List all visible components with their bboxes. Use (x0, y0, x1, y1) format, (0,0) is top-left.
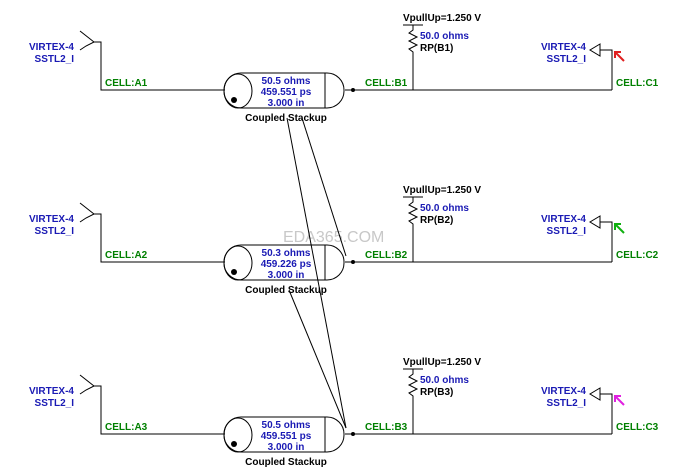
tl-length-label: 3.000 in (268, 270, 305, 281)
tl-name-label: Coupled Stackup (245, 285, 327, 296)
resistor-name-label: RP(B2) (420, 215, 453, 226)
receiver-std-label: SSTL2_I (547, 226, 587, 237)
cell-c-label: CELL:C2 (616, 250, 659, 261)
driver-std-label: SSTL2_I (35, 226, 75, 237)
tl-impedance-label: 50.5 ohms (262, 76, 311, 87)
tl-delay-label: 459.551 ps (261, 431, 312, 442)
resistor-name-label: RP(B1) (420, 43, 453, 54)
driver-buffer-icon[interactable] (79, 202, 95, 223)
cell-a-label: CELL:A3 (105, 422, 148, 433)
pullup-resistor-icon[interactable] (407, 25, 419, 90)
cell-c-label: CELL:C3 (616, 422, 659, 433)
pullup-resistor-icon[interactable] (407, 369, 419, 434)
watermark: EDA365.COM (283, 229, 384, 246)
probe-arrow-icon[interactable] (614, 223, 625, 234)
receiver-wire (600, 49, 613, 90)
pullup-resistor-icon[interactable] (407, 197, 419, 262)
receiver-std-label: SSTL2_I (547, 54, 587, 65)
probe-arrowhead (614, 51, 621, 58)
tl-impedance-label: 50.5 ohms (262, 420, 311, 431)
net-a-wire (94, 385, 225, 435)
transmission-line-end-cap (223, 417, 253, 453)
driver-buffer-icon[interactable] (79, 374, 95, 395)
tl-length-label: 3.000 in (268, 98, 305, 109)
driver-buffer-icon[interactable] (79, 30, 95, 51)
transmission-line-end-cap (223, 73, 253, 109)
tl-delay-label: 459.551 ps (261, 87, 312, 98)
net-a-wire (94, 213, 225, 263)
probe-arrowhead (614, 395, 621, 402)
cell-b-label: CELL:B1 (365, 78, 408, 89)
tl-name-label: Coupled Stackup (245, 113, 327, 124)
driver-model-label: VIRTEX-4 (29, 386, 74, 397)
cell-b-label: CELL:B3 (365, 422, 408, 433)
driver-std-label: SSTL2_I (35, 54, 75, 65)
receiver-model-label: VIRTEX-4 (541, 386, 586, 397)
driver-model-label: VIRTEX-4 (29, 42, 74, 53)
channel-3 (79, 368, 625, 453)
tl-name-label: Coupled Stackup (245, 457, 327, 468)
tl-delay-label: 459.226 ps (261, 259, 312, 270)
receiver-wire (600, 393, 613, 434)
vpullup-label: VpullUp=1.250 V (403, 185, 481, 196)
channel-1 (79, 24, 625, 109)
receiver-model-label: VIRTEX-4 (541, 42, 586, 53)
receiver-buffer-icon[interactable] (589, 215, 601, 229)
resistor-name-label: RP(B3) (420, 387, 453, 398)
channel-2 (79, 196, 625, 281)
net-a-wire (94, 41, 225, 91)
transmission-line-end-cap (223, 245, 253, 281)
receiver-wire (600, 221, 613, 262)
probe-arrowhead (614, 223, 621, 230)
tl-impedance-label: 50.3 ohms (262, 248, 311, 259)
resistor-value-label: 50.0 ohms (420, 375, 469, 386)
vpullup-label: VpullUp=1.250 V (403, 357, 481, 368)
resistor-value-label: 50.0 ohms (420, 203, 469, 214)
driver-std-label: SSTL2_I (35, 398, 75, 409)
cell-c-label: CELL:C1 (616, 78, 659, 89)
transmission-line-dot (231, 441, 237, 447)
receiver-buffer-icon[interactable] (589, 43, 601, 57)
tl-length-label: 3.000 in (268, 442, 305, 453)
vpullup-label: VpullUp=1.250 V (403, 13, 481, 24)
probe-arrow-icon[interactable] (614, 51, 625, 62)
transmission-line-dot (231, 269, 237, 275)
coupling-line-1-2 (301, 117, 347, 257)
receiver-buffer-icon[interactable] (589, 387, 601, 401)
cell-b-label: CELL:B2 (365, 250, 408, 261)
resistor-value-label: 50.0 ohms (420, 31, 469, 42)
coupling-line-1-3 (286, 117, 347, 429)
driver-model-label: VIRTEX-4 (29, 214, 74, 225)
cell-a-label: CELL:A2 (105, 250, 148, 261)
transmission-line-dot (231, 97, 237, 103)
cell-a-label: CELL:A1 (105, 78, 148, 89)
receiver-model-label: VIRTEX-4 (541, 214, 586, 225)
receiver-std-label: SSTL2_I (547, 398, 587, 409)
coupling-line-2-3 (288, 289, 347, 429)
probe-arrow-icon[interactable] (614, 395, 625, 406)
